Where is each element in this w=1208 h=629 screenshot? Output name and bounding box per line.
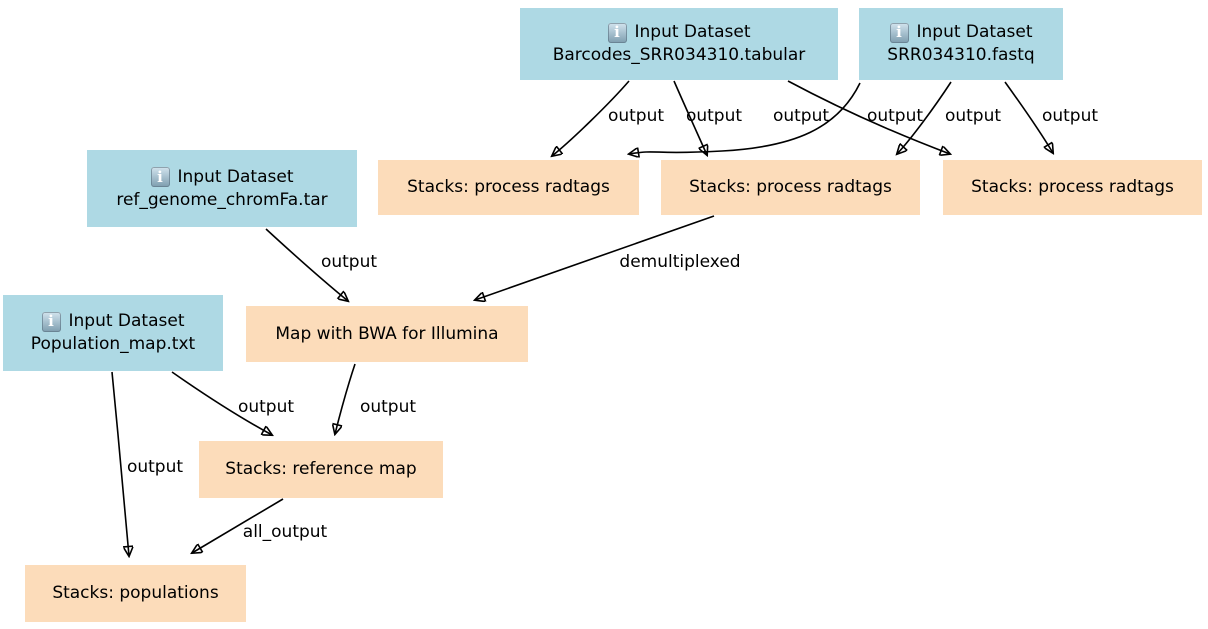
edge-refmap-to-populations (192, 498, 284, 553)
edge-label-fastq-radtags-1: output (772, 106, 830, 126)
edge-label-population-map-refmap: output (237, 397, 295, 417)
edge-barcodes-to-radtags-1 (552, 80, 630, 156)
node-subtitle: Population_map.txt (30, 334, 196, 354)
info-icon: i (889, 22, 909, 43)
edge-label-barcodes-radtags-2: output (685, 106, 743, 126)
edge-fastq-to-radtags-3 (1004, 81, 1053, 153)
edge-label-refmap-populations: all_output (242, 522, 328, 542)
node-subtitle: Barcodes_SRR034310.tabular (552, 45, 806, 65)
node-tool-refmap[interactable]: Stacks: reference map (199, 441, 443, 498)
info-icon: i (150, 167, 170, 187)
edge-population-map-to-refmap (171, 371, 272, 435)
node-subtitle: SRR034310.fastq (887, 45, 1035, 65)
info-icon: i (41, 311, 61, 332)
info-icon-glyph: i (614, 23, 620, 41)
edge-label-barcodes-radtags-1: output (607, 106, 665, 126)
node-title: Input Dataset (68, 311, 185, 331)
node-title-row: i Input Dataset (889, 21, 1033, 44)
node-title-row: i Input Dataset (150, 166, 294, 189)
node-tool-bwa[interactable]: Map with BWA for Illumina (246, 306, 528, 362)
edge-barcodes-to-radtags-2 (673, 80, 707, 155)
node-title-row: i Input Dataset (41, 310, 185, 333)
node-input-fastq[interactable]: i Input Dataset SRR034310.fastq (859, 8, 1063, 80)
edge-barcodes-to-radtags-3 (787, 80, 950, 154)
edge-fastq-to-radtags-2 (897, 81, 952, 154)
edge-fastq-to-radtags-1 (629, 82, 861, 154)
edge-label-population-map-populations: output (126, 457, 184, 477)
info-icon-glyph: i (896, 23, 902, 41)
edge-ref-genome-to-bwa (265, 228, 348, 301)
node-input-ref-genome[interactable]: i Input Dataset ref_genome_chromFa.tar (87, 150, 357, 227)
info-icon-glyph: i (157, 167, 163, 186)
info-icon: i (607, 22, 627, 43)
node-input-barcodes[interactable]: i Input Dataset Barcodes_SRR034310.tabul… (520, 8, 838, 80)
node-title: Stacks: process radtags (407, 177, 610, 197)
edge-label-ref-genome-bwa: output (320, 252, 378, 272)
edge-label-bwa-refmap: output (359, 397, 417, 417)
info-icon-glyph: i (48, 312, 54, 330)
node-title: Input Dataset (634, 22, 751, 42)
node-title: Map with BWA for Illumina (275, 323, 499, 344)
node-title: Stacks: process radtags (971, 177, 1174, 197)
node-tool-radtags-1[interactable]: Stacks: process radtags (378, 160, 639, 215)
node-title: Stacks: populations (52, 583, 219, 603)
node-subtitle: ref_genome_chromFa.tar (116, 189, 328, 210)
node-title: Input Dataset (177, 166, 294, 187)
edge-label-fastq-radtags-3: output (1041, 106, 1099, 126)
node-input-population-map[interactable]: i Input Dataset Population_map.txt (3, 295, 223, 371)
edge-label-barcodes-radtags-3: output (866, 106, 924, 126)
edge-label-fastq-radtags-2: output (944, 106, 1002, 126)
node-title: Stacks: process radtags (689, 177, 892, 197)
node-title: Stacks: reference map (225, 459, 417, 479)
edge-population-map-to-populations (111, 371, 129, 556)
node-tool-radtags-2[interactable]: Stacks: process radtags (661, 160, 920, 215)
node-tool-populations[interactable]: Stacks: populations (25, 565, 246, 622)
edge-label-radtags-2-bwa: demultiplexed (619, 252, 741, 272)
node-title: Input Dataset (916, 22, 1033, 42)
node-title-row: i Input Dataset (607, 21, 751, 44)
edge-radtags-2-to-bwa (475, 215, 715, 300)
edge-bwa-to-refmap (335, 363, 356, 434)
node-tool-radtags-3[interactable]: Stacks: process radtags (943, 160, 1202, 215)
